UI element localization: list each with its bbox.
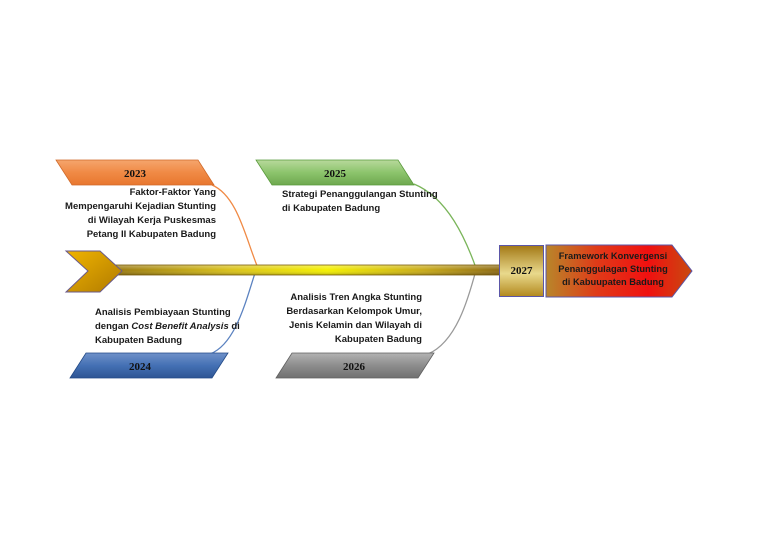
text-line: Petang II Kabupaten Badung <box>86 229 216 240</box>
year-banner-2025 <box>255 159 415 186</box>
text-line: di Kabupaten Badung <box>282 203 381 214</box>
text-line: Kabupaten Badung <box>334 334 422 345</box>
text-line: di Kabuupaten Badung <box>562 277 664 287</box>
text-line: Mempengaruhi Kejadian Stunting <box>65 201 216 212</box>
final-arrow <box>545 244 693 298</box>
milestone-text-2023: Faktor-Faktor Yang Mempengaruhi Kejadian… <box>56 186 216 242</box>
text-line: Berdasarkan Kelompok Umur, <box>286 306 422 317</box>
year-label-2025: 2025 <box>324 168 347 180</box>
text-line: Analisis Pembiayaan Stunting <box>95 307 231 318</box>
year-banner-2026 <box>275 352 435 379</box>
text-line: Penanggulagan Stunting <box>558 264 668 274</box>
milestone-text-2024: Analisis Pembiayaan Stunting dengan Cost… <box>95 306 245 348</box>
text-line: Jenis Kelamin dan Wilayah di <box>289 320 422 331</box>
year-banner-2023 <box>55 159 215 186</box>
text-line: Strategi Penanggulangan Stunting <box>282 189 438 200</box>
connector-2026 <box>427 269 477 355</box>
text-line: dengan Cost Benefit Analysis di <box>95 321 240 332</box>
italic-term: Cost Benefit Analysis <box>131 321 229 332</box>
text-line: Analisis Tren Angka Stunting <box>290 292 422 303</box>
year-label-2024: 2024 <box>129 361 152 373</box>
timeline-start-chevron <box>64 250 123 293</box>
text-line: Kabupaten Badung <box>95 335 183 346</box>
text-line: di Wilayah Kerja Puskesmas <box>87 215 216 226</box>
milestone-text-2026: Analisis Tren Angka Stunting Berdasarkan… <box>256 291 422 347</box>
year-label-2027: 2027 <box>510 265 533 277</box>
year-label-2026: 2026 <box>343 361 366 373</box>
text-line: Faktor-Faktor Yang <box>129 187 216 198</box>
connector-2024 <box>209 269 257 355</box>
text-line: Framework Konvergensi <box>558 251 668 261</box>
final-goal-text: Framework Konvergensi Penanggulagan Stun… <box>548 250 678 289</box>
milestone-text-2025: Strategi Penanggulangan Stunting di Kabu… <box>282 188 452 216</box>
connector-2025 <box>413 183 477 269</box>
year-banner-2024 <box>69 352 229 379</box>
year-label-2023: 2023 <box>124 168 147 180</box>
year-box-2027: 2027 <box>499 245 544 297</box>
connector-2023 <box>211 184 259 269</box>
